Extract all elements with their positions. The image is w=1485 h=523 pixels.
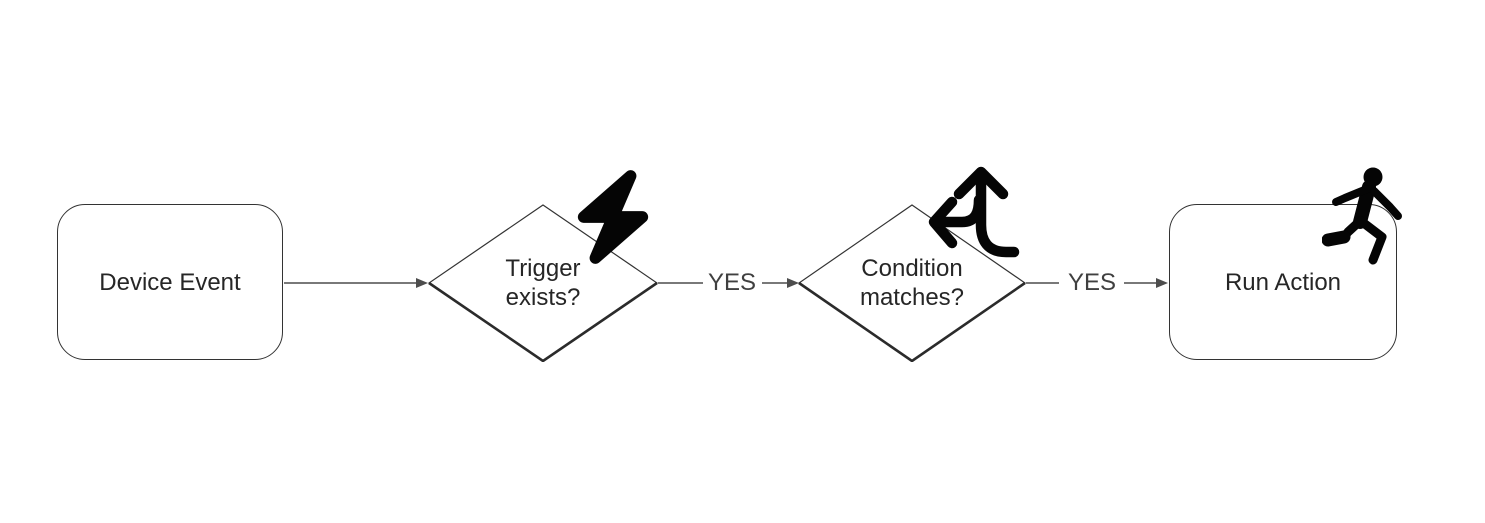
edge-label-yes-2: YES (1067, 269, 1117, 296)
node-label: Trigger exists? (505, 255, 581, 311)
arrowhead-condition (787, 278, 799, 288)
node-label: Condition matches? (859, 255, 965, 311)
arrowhead-run-action (1156, 278, 1168, 288)
node-label: Device Event (99, 268, 241, 296)
decision-node-condition-matches: Condition matches? (798, 204, 1026, 362)
node-label: Run Action (1224, 268, 1342, 296)
running-person-icon (1322, 167, 1402, 265)
split-arrows-icon (928, 166, 1020, 258)
process-node-run-action: Run Action (1169, 204, 1397, 360)
lightning-bolt-icon (577, 170, 649, 264)
edge-label-yes-1: YES (707, 269, 757, 296)
process-node-device-event: Device Event (57, 204, 283, 360)
diamond-shape (798, 204, 1026, 362)
arrowhead-trigger (416, 278, 428, 288)
